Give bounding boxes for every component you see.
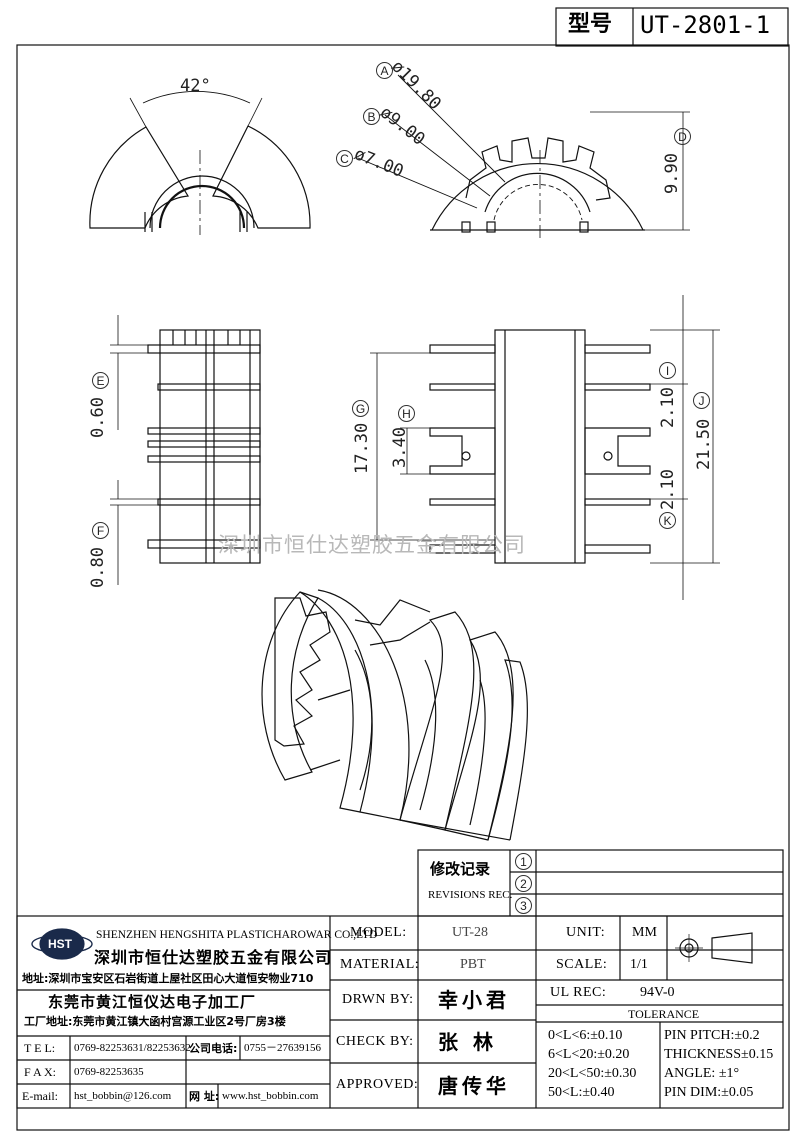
check-label: CHECK BY: <box>336 1034 414 1049</box>
company-logo <box>31 928 93 960</box>
drawn-value: 幸小君 <box>438 988 510 1012</box>
title-block <box>16 915 784 1109</box>
drawn-label: DRWN BY: <box>342 992 414 1007</box>
top-right-view <box>357 74 690 238</box>
fax-label: F A X: <box>24 1065 57 1079</box>
dimension-g: 17.30 <box>352 422 372 474</box>
tolerance-2: 6<L<20:±0.20 <box>548 1047 630 1062</box>
thickness-tolerance: THICKNESS±0.15 <box>664 1047 774 1062</box>
side-view <box>110 315 261 585</box>
angle-dimension: 42° <box>180 76 211 96</box>
dimension-f: 0.80 <box>88 547 108 588</box>
dimension-d: 9.90 <box>662 153 682 194</box>
revisions-subtitle: REVISIONS REC. <box>428 889 513 901</box>
title-label: 型号 <box>568 12 613 37</box>
factory-address: 工厂地址:东莞市黄江镇大函村宫源工业区2号厂房3楼 <box>24 1015 286 1028</box>
marker-c: C <box>336 150 353 167</box>
company-name-cn: 深圳市恒仕达塑胶五金有限公司 <box>94 948 333 967</box>
logo-text: HST <box>48 937 72 951</box>
marker-k: K <box>659 512 676 529</box>
sheet-border <box>16 44 790 1131</box>
approved-label: APPROVED: <box>336 1077 419 1092</box>
model-number: UT-2801-1 <box>640 11 771 39</box>
material-value: PBT <box>460 957 486 972</box>
model-value: UT-28 <box>452 925 489 940</box>
model-label: MODEL: <box>350 925 407 940</box>
marker-f: F <box>92 522 109 539</box>
dimension-k: 2.10 <box>658 469 678 510</box>
material-label: MATERIAL: <box>340 957 420 972</box>
tel-label: T E L: <box>24 1041 56 1055</box>
marker-i: I <box>659 362 676 379</box>
angle-tolerance: ANGLE: ±1° <box>664 1066 740 1081</box>
tolerance-3: 20<L<50:±0.30 <box>548 1066 637 1081</box>
dimension-h: 3.40 <box>390 427 410 468</box>
approved-value: 唐传华 <box>438 1074 510 1098</box>
marker-g: G <box>352 400 369 417</box>
company-tel-value: 0755－27639156 <box>244 1042 321 1054</box>
title-box-frame <box>555 7 789 47</box>
company-tel-label: 公司电话: <box>189 1042 238 1055</box>
scale-value: 1/1 <box>630 957 648 972</box>
factory-name: 东莞市黄江恒仪达电子加工厂 <box>48 993 257 1011</box>
revision-marker-3: 3 <box>515 897 532 914</box>
dimension-i: 2.10 <box>658 387 678 428</box>
marker-b: B <box>363 108 380 125</box>
marker-d: D <box>674 128 691 145</box>
marker-a: A <box>376 62 393 79</box>
top-left-view <box>89 91 311 235</box>
revision-marker-2: 2 <box>515 875 532 892</box>
tel-value: 0769-82253631/82253632 <box>74 1042 191 1054</box>
pin-pitch-tolerance: PIN PITCH:±0.2 <box>664 1028 760 1043</box>
scale-label: SCALE: <box>556 957 608 972</box>
marker-j: J <box>693 392 710 409</box>
tolerance-4: 50<L:±0.40 <box>548 1085 615 1100</box>
pin-dim-tolerance: PIN DIM:±0.05 <box>664 1085 754 1100</box>
unit-label: UNIT: <box>566 925 606 940</box>
dimension-e: 0.60 <box>88 397 108 438</box>
unit-value: MM <box>632 925 657 940</box>
front-view <box>370 295 720 600</box>
marker-h: H <box>398 405 415 422</box>
dimension-j: 21.50 <box>694 418 714 470</box>
revision-marker-1: 1 <box>515 853 532 870</box>
ul-value: 94V-0 <box>640 985 675 1000</box>
web-value[interactable]: www.hst_bobbin.com <box>222 1090 319 1102</box>
tolerance-1: 0<L<6:±0.10 <box>548 1028 623 1043</box>
isometric-view <box>261 589 529 841</box>
tolerance-title: TOLERANCE <box>628 1007 700 1021</box>
ul-label: UL REC: <box>550 985 607 1000</box>
web-label: 网 址: <box>189 1090 220 1103</box>
revisions-title: 修改记录 <box>430 860 491 878</box>
fax-value: 0769-82253635 <box>74 1066 144 1078</box>
check-value: 张 林 <box>438 1030 497 1054</box>
marker-e: E <box>92 372 109 389</box>
email-label: E-mail: <box>22 1089 58 1103</box>
email-value[interactable]: hst_bobbin@126.com <box>74 1090 172 1102</box>
watermark: 深圳市恒仕达塑胶五金有限公司 <box>218 533 526 557</box>
company-address: 地址:深圳市宝安区石岩街道上屋社区田心大道恒安物业710 <box>22 972 314 985</box>
company-name-en: SHENZHEN HENGSHITA PLASTICHAROWAR CO.,LT… <box>96 929 378 941</box>
